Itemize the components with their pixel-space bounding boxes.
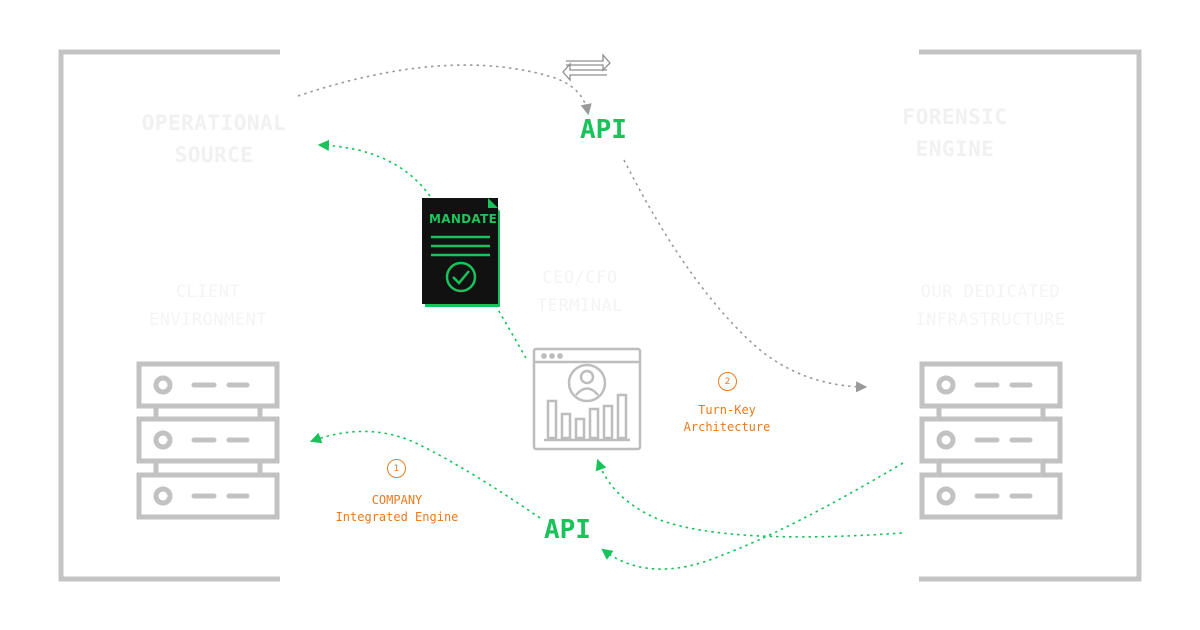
left-subtitle-line1: CLIENT — [175, 282, 241, 302]
left-title: OPERATIONAL SOURCE — [124, 108, 304, 171]
note-turnkey-architecture: Turn-Key Architecture — [627, 402, 827, 437]
note1-line2: Integrated Engine — [335, 510, 459, 525]
right-subtitle-line2: INFRASTRUCTURE — [915, 310, 1066, 331]
left-subtitle-line2: ENVIRONMENT — [148, 310, 268, 331]
connector-source-to-api — [297, 64, 592, 116]
left-subtitle: CLIENT ENVIRONMENT — [118, 278, 298, 334]
terminal-title: CEO/CFO TERMINAL — [520, 264, 640, 320]
server-rack-icon — [919, 361, 1063, 520]
api-label-bottom: API — [544, 515, 591, 545]
right-title: FORENSIC ENGINE — [880, 102, 1030, 165]
connector-api-to-client — [309, 430, 541, 519]
note1-line1: COMPANY — [371, 493, 423, 507]
note2-line2: Architecture — [683, 420, 771, 435]
step-badge-1: 1 — [387, 459, 406, 478]
left-frame — [58, 49, 280, 582]
connector-engine-to-terminal — [595, 458, 903, 538]
note2-line1: Turn-Key — [698, 403, 756, 417]
check-icon — [445, 261, 477, 293]
right-title-line1: FORENSIC — [902, 105, 1008, 129]
swap-arrows-icon — [562, 53, 611, 82]
terminal-title-line1: CEO/CFO — [542, 268, 618, 288]
dashboard-terminal-icon — [532, 347, 642, 451]
api-label-top: API — [580, 115, 627, 145]
connector-engine-to-api — [601, 462, 904, 570]
left-title-line1: OPERATIONAL — [141, 111, 287, 135]
server-rack-icon — [136, 361, 280, 520]
left-title-line2: SOURCE — [174, 142, 254, 167]
step-badge-2: 2 — [718, 372, 737, 391]
terminal-title-line2: TERMINAL — [537, 296, 623, 317]
mandate-label: MANDATE — [429, 212, 498, 226]
right-subtitle: OUR DEDICATED INFRASTRUCTURE — [898, 278, 1083, 334]
connector-mandate-to-source — [317, 139, 431, 197]
note-company-engine: COMPANY Integrated Engine — [297, 492, 497, 527]
right-title-line2: ENGINE — [915, 136, 995, 161]
connector-api-to-engine — [623, 159, 868, 393]
mandate-document-icon — [422, 198, 500, 307]
right-subtitle-line1: OUR DEDICATED — [920, 282, 1061, 302]
right-frame — [919, 49, 1142, 582]
